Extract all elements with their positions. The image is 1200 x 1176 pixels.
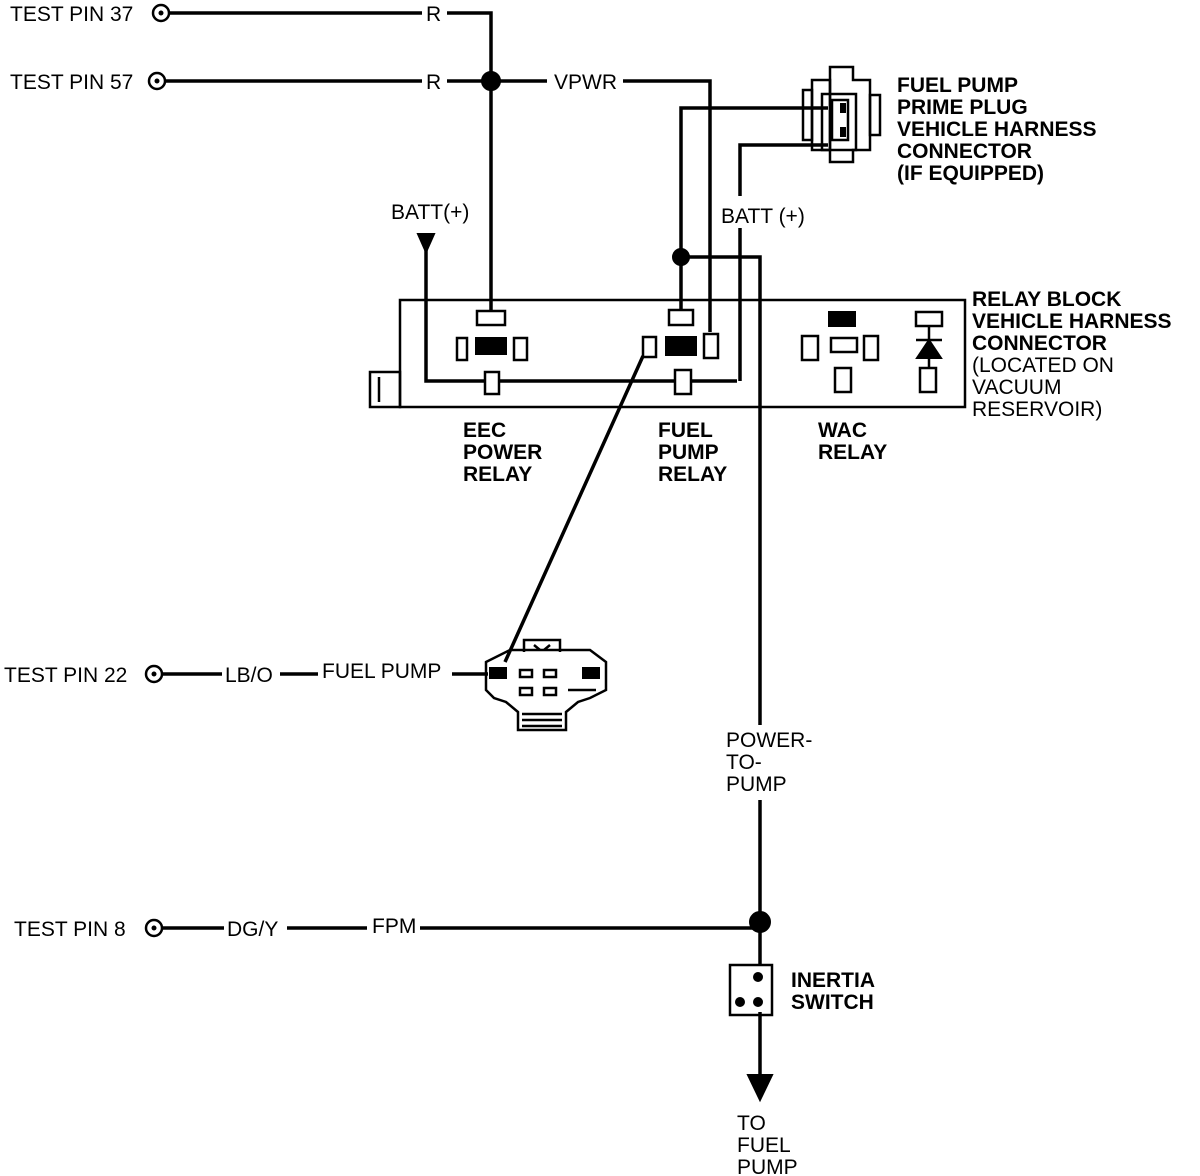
fpm-label: FPM — [372, 915, 416, 938]
test-pin-57-label: TEST PIN 57 — [10, 71, 133, 94]
power-to-pump-label-1: POWER- — [726, 729, 812, 752]
wac-relay-label-1: WAC — [818, 419, 867, 442]
relay-block-title-2: VEHICLE HARNESS — [972, 310, 1172, 333]
prime-plug-label-3: VEHICLE HARNESS — [897, 118, 1097, 141]
test-pin-37-label: TEST PIN 37 — [10, 3, 133, 26]
inertia-switch-label-2: SWITCH — [791, 991, 874, 1014]
batt-arrow-icon — [416, 233, 436, 255]
wire-r-label-mid: R — [426, 71, 441, 94]
vpwr-junction-dot — [481, 71, 501, 91]
test-pin-22-terminal — [144, 664, 164, 684]
fpm-junction-dot — [749, 911, 771, 933]
test-pin-22-label: TEST PIN 22 — [4, 664, 127, 687]
wac-relay-label-2: RELAY — [818, 441, 887, 464]
test-pin-8-terminal — [144, 918, 164, 938]
relay-block — [368, 298, 967, 409]
relay-block-location-3: RESERVOIR) — [972, 398, 1102, 421]
test-pin-8-label: TEST PIN 8 — [14, 918, 126, 941]
to-fuel-pump-label-1: TO — [737, 1112, 766, 1135]
fuel-pump-wire-label: FUEL PUMP — [322, 660, 441, 683]
down-arrow-icon — [746, 1074, 774, 1103]
power-to-pump-label-3: PUMP — [726, 773, 787, 796]
test-pin-57-terminal — [147, 71, 167, 91]
vpwr-label: VPWR — [554, 71, 617, 94]
prime-plug-label-5: (IF EQUIPPED) — [897, 162, 1044, 185]
relay-block-title-1: RELAY BLOCK — [972, 288, 1121, 311]
power-to-pump-label-2: TO- — [726, 751, 762, 774]
prime-plug-label-2: PRIME PLUG — [897, 96, 1028, 119]
batt-left-label: BATT(+) — [391, 201, 469, 224]
prime-plug-label-4: CONNECTOR — [897, 140, 1032, 163]
inertia-switch-label-1: INERTIA — [791, 969, 875, 992]
batt-right-label: BATT (+) — [721, 205, 805, 228]
prime-plug-label-1: FUEL PUMP — [897, 74, 1018, 97]
wires — [162, 11, 828, 1078]
to-fuel-pump-label-2: FUEL — [737, 1134, 791, 1157]
fuel-pump-connector — [484, 638, 608, 732]
eec-relay-label-2: POWER — [463, 441, 542, 464]
inertia-switch — [728, 963, 774, 1017]
relay-block-title-3: CONNECTOR — [972, 332, 1107, 355]
to-fuel-pump-label-3: PUMP — [737, 1156, 798, 1176]
prime-plug-connector — [801, 65, 882, 164]
wire-r-label-top: R — [426, 3, 441, 26]
dgy-label: DG/Y — [227, 918, 278, 941]
lbo-label: LB/O — [225, 664, 273, 687]
eec-relay-label-3: RELAY — [463, 463, 532, 486]
relay-block-location-1: (LOCATED ON — [972, 354, 1114, 377]
relay-block-location-2: VACUUM — [972, 376, 1061, 399]
fuel-pump-relay-label-2: PUMP — [658, 441, 719, 464]
fuel-pump-relay-label-1: FUEL — [658, 419, 713, 442]
test-pin-37-terminal — [151, 3, 171, 23]
eec-relay-label-1: EEC — [463, 419, 506, 442]
fuel-pump-relay-label-3: RELAY — [658, 463, 727, 486]
batt-junction-dot — [672, 248, 690, 266]
